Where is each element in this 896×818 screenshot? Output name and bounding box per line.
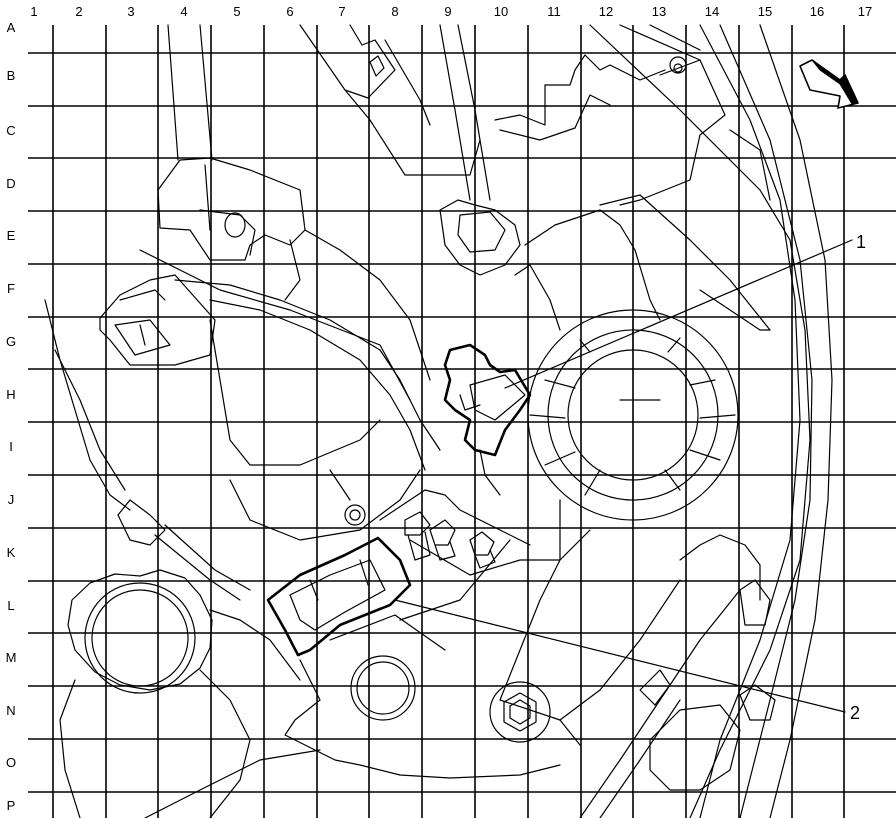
column-label: 3 bbox=[127, 4, 134, 19]
column-label: 17 bbox=[858, 4, 872, 19]
engine-compartment-line-art bbox=[44, 24, 833, 818]
row-label: P bbox=[7, 798, 16, 813]
callout-2-leader-line bbox=[394, 599, 846, 713]
row-label: I bbox=[9, 439, 13, 454]
callout-2: 2 bbox=[394, 599, 860, 723]
column-label: 14 bbox=[705, 4, 719, 19]
column-label: 8 bbox=[391, 4, 398, 19]
grid-lines bbox=[28, 25, 896, 818]
column-label: 2 bbox=[75, 4, 82, 19]
direction-arrow-icon bbox=[799, 59, 859, 109]
row-label: M bbox=[6, 650, 17, 665]
row-label: H bbox=[6, 387, 15, 402]
column-label: 12 bbox=[599, 4, 613, 19]
callout-2-label: 2 bbox=[850, 703, 860, 723]
column-label: 10 bbox=[494, 4, 508, 19]
row-label: G bbox=[6, 334, 16, 349]
column-label: 9 bbox=[444, 4, 451, 19]
column-label: 13 bbox=[652, 4, 666, 19]
column-labels: 1 2 3 4 5 6 7 8 9 10 11 12 13 14 15 16 1… bbox=[30, 4, 872, 19]
callout-2-component-outline bbox=[266, 536, 412, 657]
row-label: D bbox=[6, 176, 15, 191]
column-label: 1 bbox=[30, 4, 37, 19]
column-label: 6 bbox=[286, 4, 293, 19]
callout-1-leader-line bbox=[504, 239, 853, 389]
row-labels: A B C D E F G H I J K L M N O P bbox=[6, 20, 17, 813]
column-label: 4 bbox=[180, 4, 187, 19]
row-label: C bbox=[6, 123, 15, 138]
row-label: O bbox=[6, 755, 16, 770]
row-label: E bbox=[7, 228, 16, 243]
row-label: K bbox=[7, 545, 16, 560]
column-label: 15 bbox=[758, 4, 772, 19]
row-label: J bbox=[8, 492, 15, 507]
column-label: 5 bbox=[233, 4, 240, 19]
callout-1-component-outline bbox=[443, 343, 532, 457]
column-label: 16 bbox=[810, 4, 824, 19]
row-label: B bbox=[7, 68, 16, 83]
callout-1-label: 1 bbox=[856, 232, 866, 252]
row-label: N bbox=[6, 703, 15, 718]
row-label: A bbox=[7, 20, 16, 35]
row-label: L bbox=[7, 598, 14, 613]
callout-1: 1 bbox=[504, 232, 866, 389]
row-label: F bbox=[7, 281, 15, 296]
column-label: 11 bbox=[547, 4, 561, 19]
column-label: 7 bbox=[338, 4, 345, 19]
